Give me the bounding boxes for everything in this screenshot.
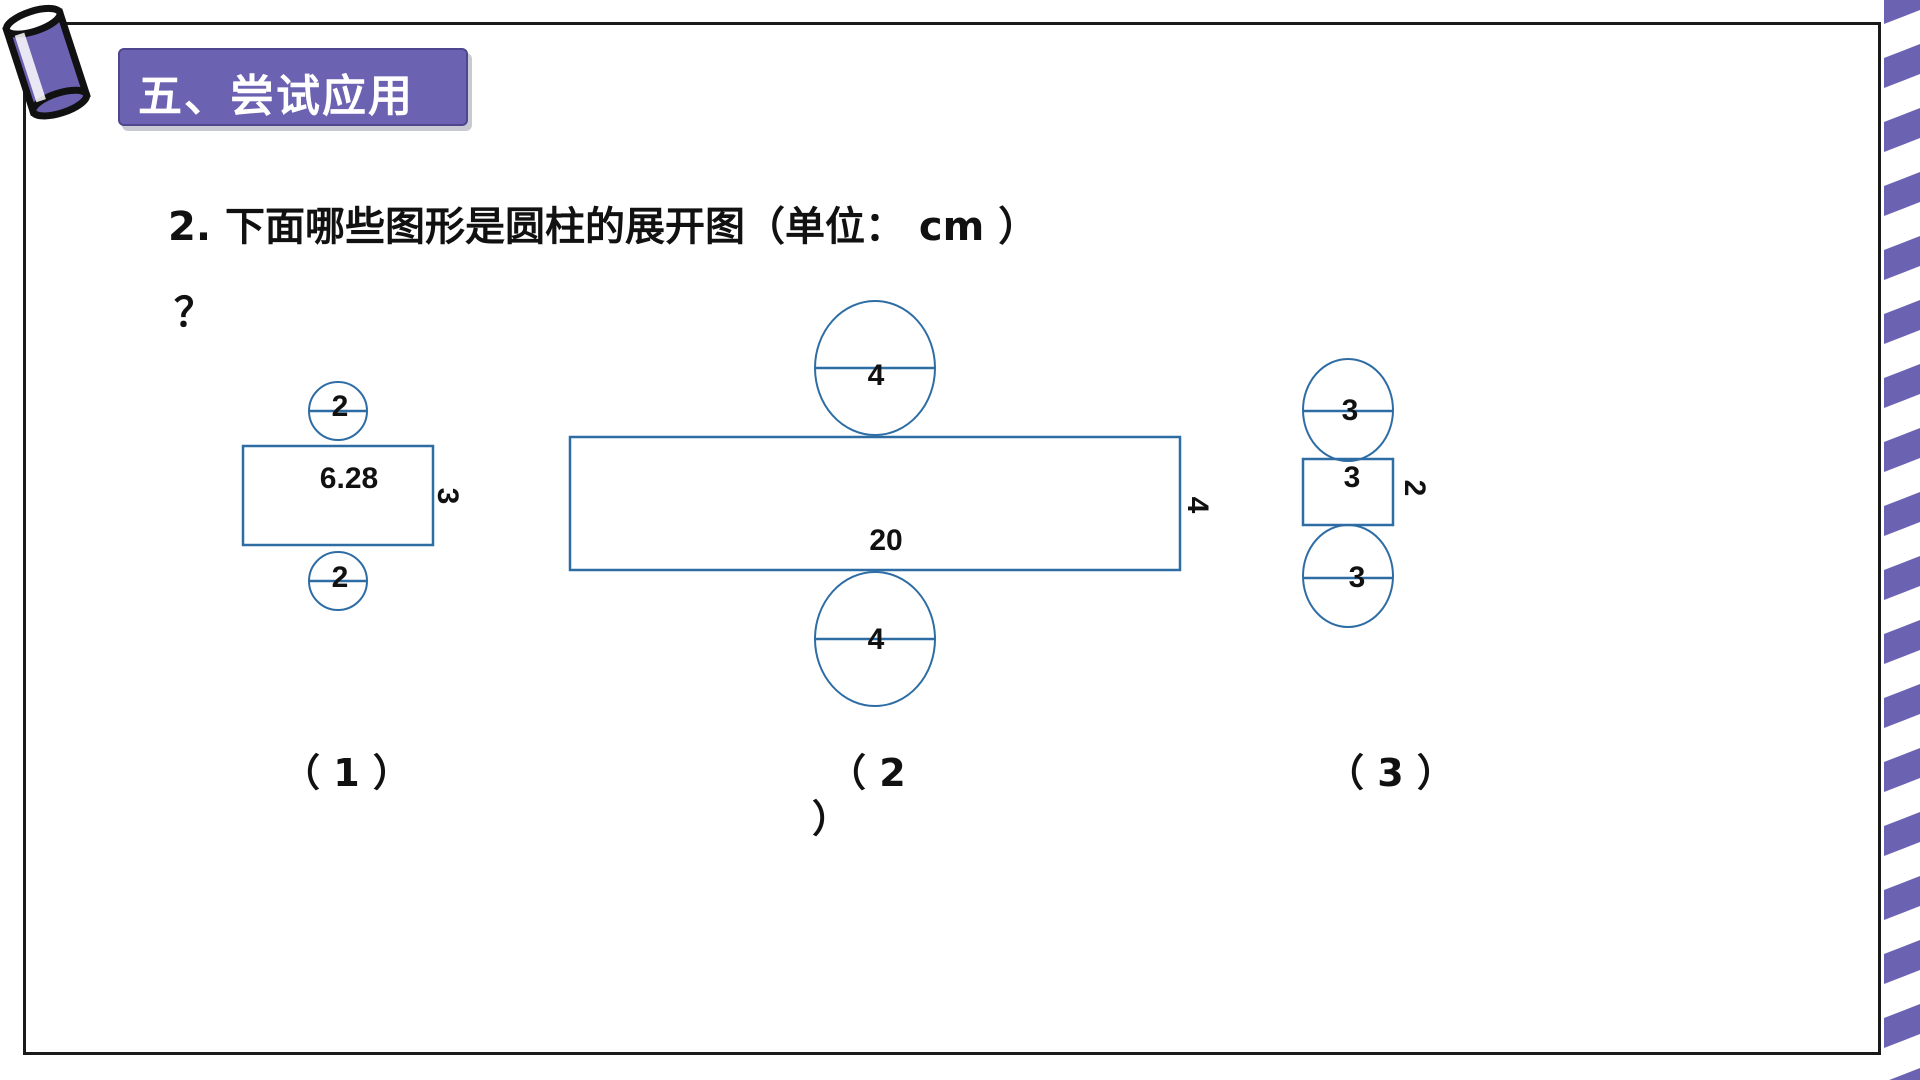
stripe — [1884, 492, 1920, 536]
stripe — [1884, 876, 1920, 920]
stripe — [1884, 364, 1920, 408]
figure-3-caption: （ 3 ） — [1326, 751, 1455, 795]
figure-3-top-circle-label: 3 — [1342, 394, 1359, 427]
figure-3: 3 3 2 3 — [1301, 358, 1431, 628]
figure-2-rect-length-label: 20 — [869, 524, 902, 557]
section-title: 五、尝试应用 — [138, 71, 414, 122]
figure-1-rectangle — [241, 444, 435, 547]
stripe — [1884, 1004, 1920, 1048]
question-text: 2. 下面哪些图形是圆柱的展开图（单位： cm ） — [168, 204, 1039, 250]
figure-1-bottom-circle-label: 2 — [332, 561, 349, 594]
stripe — [1884, 812, 1920, 856]
stripe — [1884, 236, 1920, 280]
figure-2: 4 20 4 4 — [568, 300, 1214, 707]
stripe — [1884, 300, 1920, 344]
figure-2-rect-height-label: 4 — [1181, 497, 1214, 514]
figure-2-caption-line1: （ 2 — [828, 751, 906, 795]
figure-1-rect-height-label: 3 — [431, 488, 464, 505]
cylinder-icon — [2, 4, 91, 120]
figure-2-top-circle-label: 4 — [868, 359, 885, 392]
figure-1: 2 6.28 3 2 — [241, 381, 464, 611]
side-stripe-decoration — [1884, 0, 1920, 1080]
stripe — [1884, 620, 1920, 664]
figure-3-bottom-circle — [1302, 524, 1394, 628]
stripe — [1884, 172, 1920, 216]
stripe — [1884, 0, 1920, 24]
figure-1-top-circle-label: 2 — [332, 390, 349, 423]
stripe — [1884, 44, 1920, 88]
figure-2-rectangle — [568, 435, 1182, 572]
stripe — [1884, 556, 1920, 600]
slide-frame — [23, 22, 1881, 1055]
figure-3-rect-length-label: 3 — [1344, 461, 1361, 494]
figure-3-rect-height-label: 2 — [1398, 480, 1431, 497]
figure-3-bottom-circle-label: 3 — [1349, 561, 1366, 594]
figure-2-bottom-circle-label: 4 — [868, 623, 885, 656]
section-title-tag: 五、尝试应用 — [118, 48, 468, 126]
stripe — [1884, 108, 1920, 152]
stripe — [1884, 428, 1920, 472]
figure-1-caption: （ 1 ） — [282, 751, 411, 795]
figure-1-rect-length-label: 6.28 — [320, 462, 378, 495]
stripe — [1884, 748, 1920, 792]
figure-2-caption-line2: ） — [812, 797, 851, 841]
stripe — [1884, 940, 1920, 984]
stripe — [1884, 684, 1920, 728]
question-mark: ？ — [174, 290, 214, 336]
